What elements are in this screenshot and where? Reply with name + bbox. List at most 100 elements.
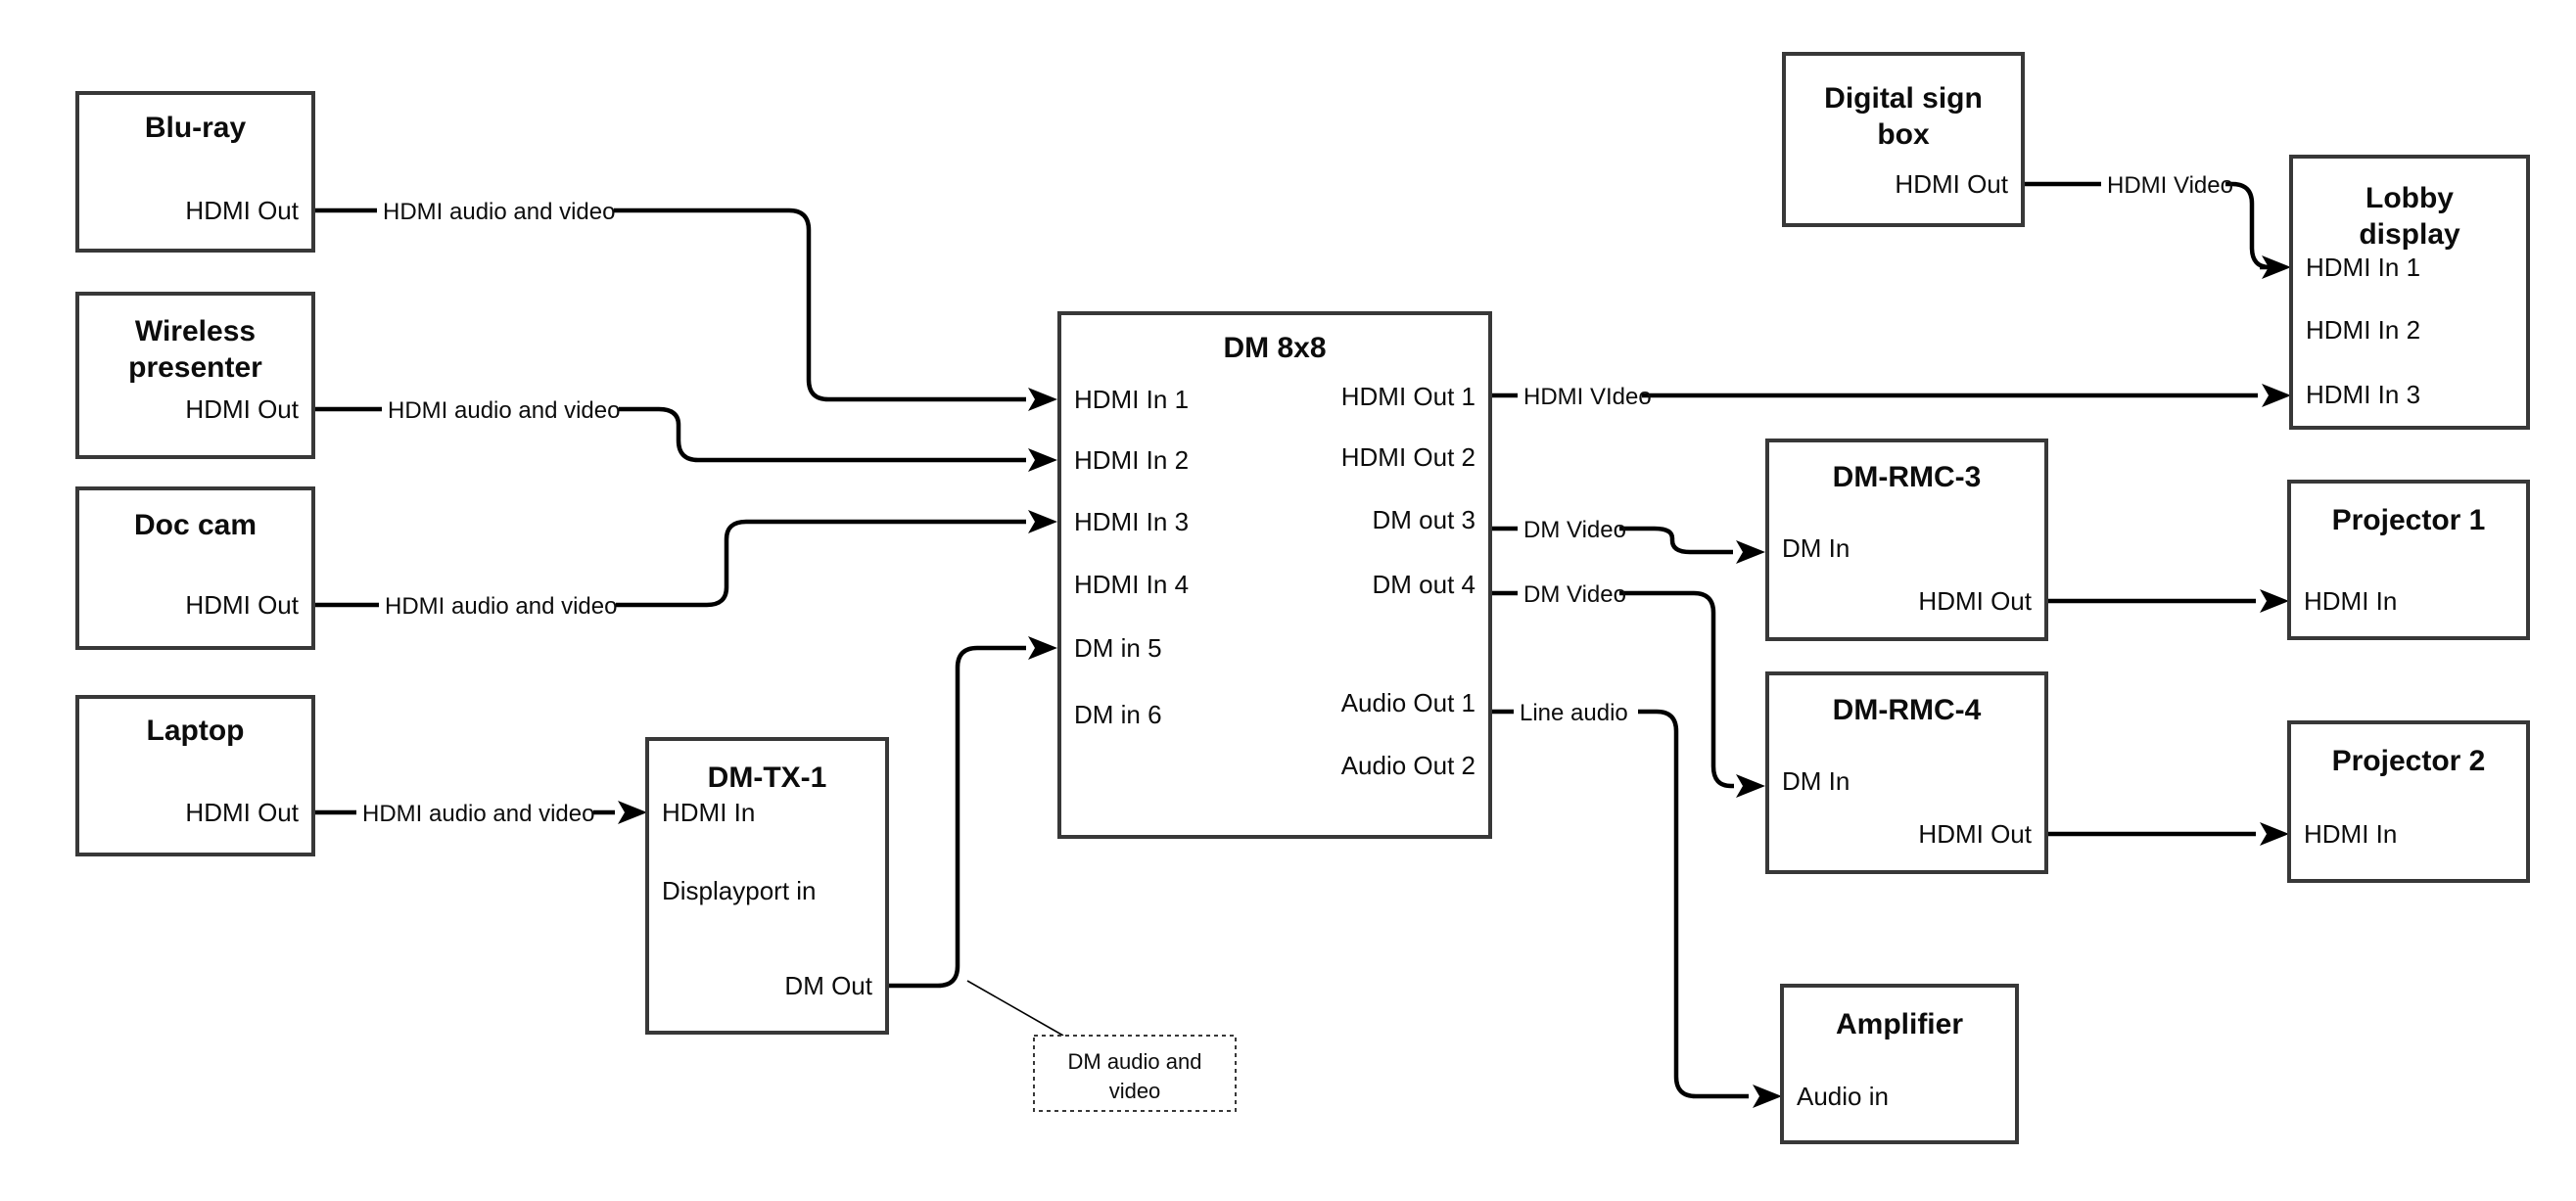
arrowhead-icon (2262, 384, 2291, 407)
node-projector-1: Projector 1 HDMI In (2287, 480, 2530, 640)
wire-digital-sign-to-lobby-hdmi-in-1: HDMI Video (2023, 167, 2291, 279)
wire-label: HDMI audio and video (362, 801, 594, 827)
port-label: DM in 6 (1074, 700, 1162, 729)
port-label: HDMI In 1 (2306, 253, 2420, 282)
wire-label: HDMI VIdeo (1523, 384, 1652, 410)
port-label: HDMI Out (185, 798, 299, 827)
node-box-dm-rmc-4 (1765, 671, 2048, 874)
node-title: Projector 1 (2332, 504, 2486, 536)
port-label: HDMI In (2304, 819, 2397, 849)
wire-path (313, 519, 1026, 608)
node-box-dm-tx-1 (645, 737, 889, 1035)
arrowhead-icon (1753, 1085, 1782, 1108)
port-label: HDMI Out (185, 196, 299, 225)
port-label: HDMI In 4 (1074, 570, 1189, 599)
arrowhead-icon (1736, 774, 1765, 798)
wire-label-bg (377, 194, 614, 227)
node-title: DM-RMC-3 (1833, 461, 1982, 493)
arrowhead-icon (1028, 636, 1057, 660)
wire-label-bg (2101, 167, 2225, 201)
wire-dm8x8-audio-out-1-to-amplifier: Line audio (1490, 695, 1782, 1108)
wire-label-bg (1518, 512, 1619, 545)
node-box-dm-8x8 (1057, 311, 1492, 839)
port-label: HDMI Out 2 (1341, 442, 1475, 472)
port-label: HDMI In 1 (1074, 385, 1189, 414)
node-title: Laptop (147, 715, 245, 747)
wire-label-bg (379, 588, 616, 622)
node-box-amplifier (1780, 984, 2019, 1144)
node-box-digital-sign-box (1782, 52, 2025, 227)
node-dm-rmc-3: DM-RMC-3 DM In HDMI Out (1765, 439, 2048, 641)
wire-label: DM Video (1523, 581, 1626, 608)
wire-path (313, 406, 1026, 463)
port-label: DM In (1782, 766, 1850, 796)
port-label: HDMI Out (185, 394, 299, 424)
port-label: DM Out (784, 971, 872, 1000)
node-box-doc-cam (75, 486, 315, 650)
arrowhead-icon (2262, 255, 2291, 279)
wire-label: HDMI audio and video (385, 593, 617, 620)
note-leader-line (966, 980, 1064, 1037)
node-title: DM-RMC-4 (1833, 694, 1982, 726)
wire-wireless-to-dm8x8-hdmi-in-2: HDMI audio and video (313, 393, 1057, 472)
wire-dm-rmc-4-to-projector-2 (2046, 822, 2289, 846)
wire-dm8x8-dm-out-4-to-dm-rmc-4: DM Video (1490, 577, 1765, 798)
port-label: DM out 4 (1373, 570, 1476, 599)
wire-doc-cam-to-dm8x8-hdmi-in-3: HDMI audio and video (313, 510, 1057, 622)
node-title: Blu-ray (145, 112, 247, 144)
wire-path (313, 208, 1026, 402)
port-label: HDMI In 3 (2306, 380, 2420, 409)
wire-path (1490, 590, 1734, 789)
node-projector-2: Projector 2 HDMI In (2287, 720, 2530, 883)
note-text-line: DM audio and (1068, 1049, 1202, 1074)
wire-path (2023, 181, 2272, 270)
wire-label-bg (356, 796, 593, 829)
port-label: HDMI In 2 (2306, 315, 2420, 345)
node-title: DM-TX-1 (708, 762, 827, 794)
port-label: HDMI In (2304, 586, 2397, 616)
node-title: DM 8x8 (1223, 332, 1326, 364)
wire-label-bg (1518, 379, 1642, 412)
node-box-lobby-display (2289, 155, 2530, 430)
node-title: presenter (128, 351, 262, 384)
wire-label: HDMI Video (2107, 172, 2233, 199)
node-title: Amplifier (1836, 1008, 1963, 1040)
wire-label: Line audio (1520, 700, 1628, 726)
note-text-line: video (1109, 1079, 1161, 1103)
port-label: DM In (1782, 533, 1850, 563)
arrowhead-icon (618, 801, 647, 824)
node-box-wireless-presenter (75, 292, 315, 459)
node-title: box (1877, 118, 1930, 151)
node-box-laptop (75, 695, 315, 856)
wire-path (1490, 709, 1749, 1099)
wire-path (1490, 526, 1733, 555)
arrowhead-icon (1028, 510, 1057, 533)
port-label: Audio Out 1 (1341, 688, 1475, 717)
wire-path (887, 645, 1026, 989)
port-label: HDMI Out (1918, 586, 2032, 616)
port-label: HDMI In 2 (1074, 445, 1189, 475)
wire-label-bg (382, 393, 619, 426)
node-title: Projector 2 (2332, 745, 2486, 777)
port-label: HDMI Out (185, 590, 299, 620)
port-label: Audio Out 2 (1341, 751, 1475, 780)
port-label: DM in 5 (1074, 633, 1162, 663)
port-label: HDMI In (662, 798, 755, 827)
dm-audio-video-note: DM audio and video (966, 980, 1237, 1112)
port-label: HDMI Out (1895, 169, 2008, 199)
arrowhead-icon (2260, 822, 2289, 846)
port-label: DM out 3 (1373, 505, 1476, 534)
arrowhead-icon (1028, 388, 1057, 411)
port-label: HDMI In 3 (1074, 507, 1189, 536)
port-label: Audio in (1797, 1082, 1889, 1111)
node-title: Lobby (2365, 182, 2454, 214)
wire-blu-ray-to-dm8x8-hdmi-in-1: HDMI audio and video (313, 194, 1057, 411)
